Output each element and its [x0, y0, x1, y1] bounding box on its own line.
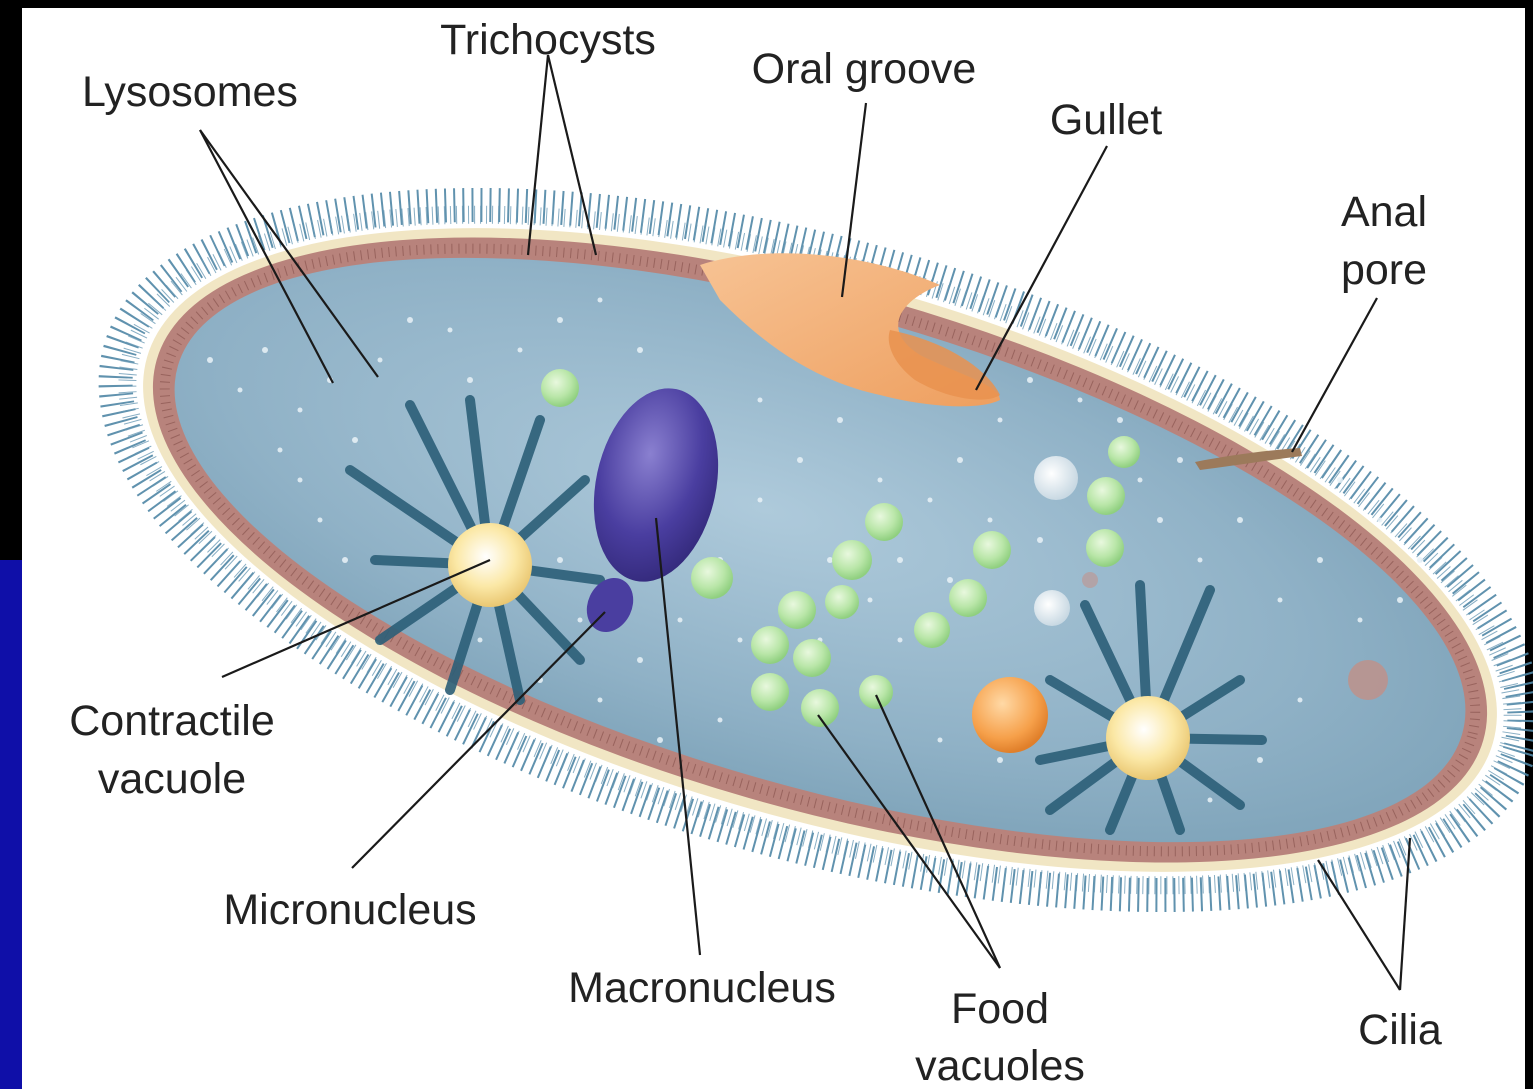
white-vacuole-2: [1034, 590, 1070, 626]
label-macronucleus: Macronucleus: [568, 964, 836, 1012]
label-anal-pore-line2: pore: [1341, 246, 1427, 294]
label-cilia: Cilia: [1358, 1006, 1442, 1054]
label-micronucleus: Micronucleus: [223, 886, 476, 934]
white-vacuole-1: [1034, 456, 1078, 500]
label-anal-pore-line1: Anal: [1341, 188, 1427, 236]
leader-anal-pore: [1292, 298, 1377, 452]
orange-vacuole: [972, 677, 1048, 753]
label-food-vacuoles-line1: Food: [951, 985, 1049, 1033]
leader-trichocysts-1: [528, 55, 548, 255]
label-contractile-vacuole-line2: vacuole: [98, 755, 246, 803]
label-oral-groove: Oral groove: [752, 45, 977, 93]
reddish-spot-1: [1348, 660, 1388, 700]
label-trichocysts: Trichocysts: [440, 16, 656, 64]
leader-cilia-1: [1318, 860, 1400, 990]
leader-trichocysts-2: [548, 55, 596, 255]
label-food-vacuoles-line2: vacuoles: [915, 1042, 1085, 1089]
reddish-spot-2: [1082, 572, 1098, 588]
label-contractile-vacuole-line1: Contractile: [69, 697, 275, 745]
label-gullet: Gullet: [1050, 96, 1162, 144]
label-lysosomes: Lysosomes: [82, 68, 298, 116]
